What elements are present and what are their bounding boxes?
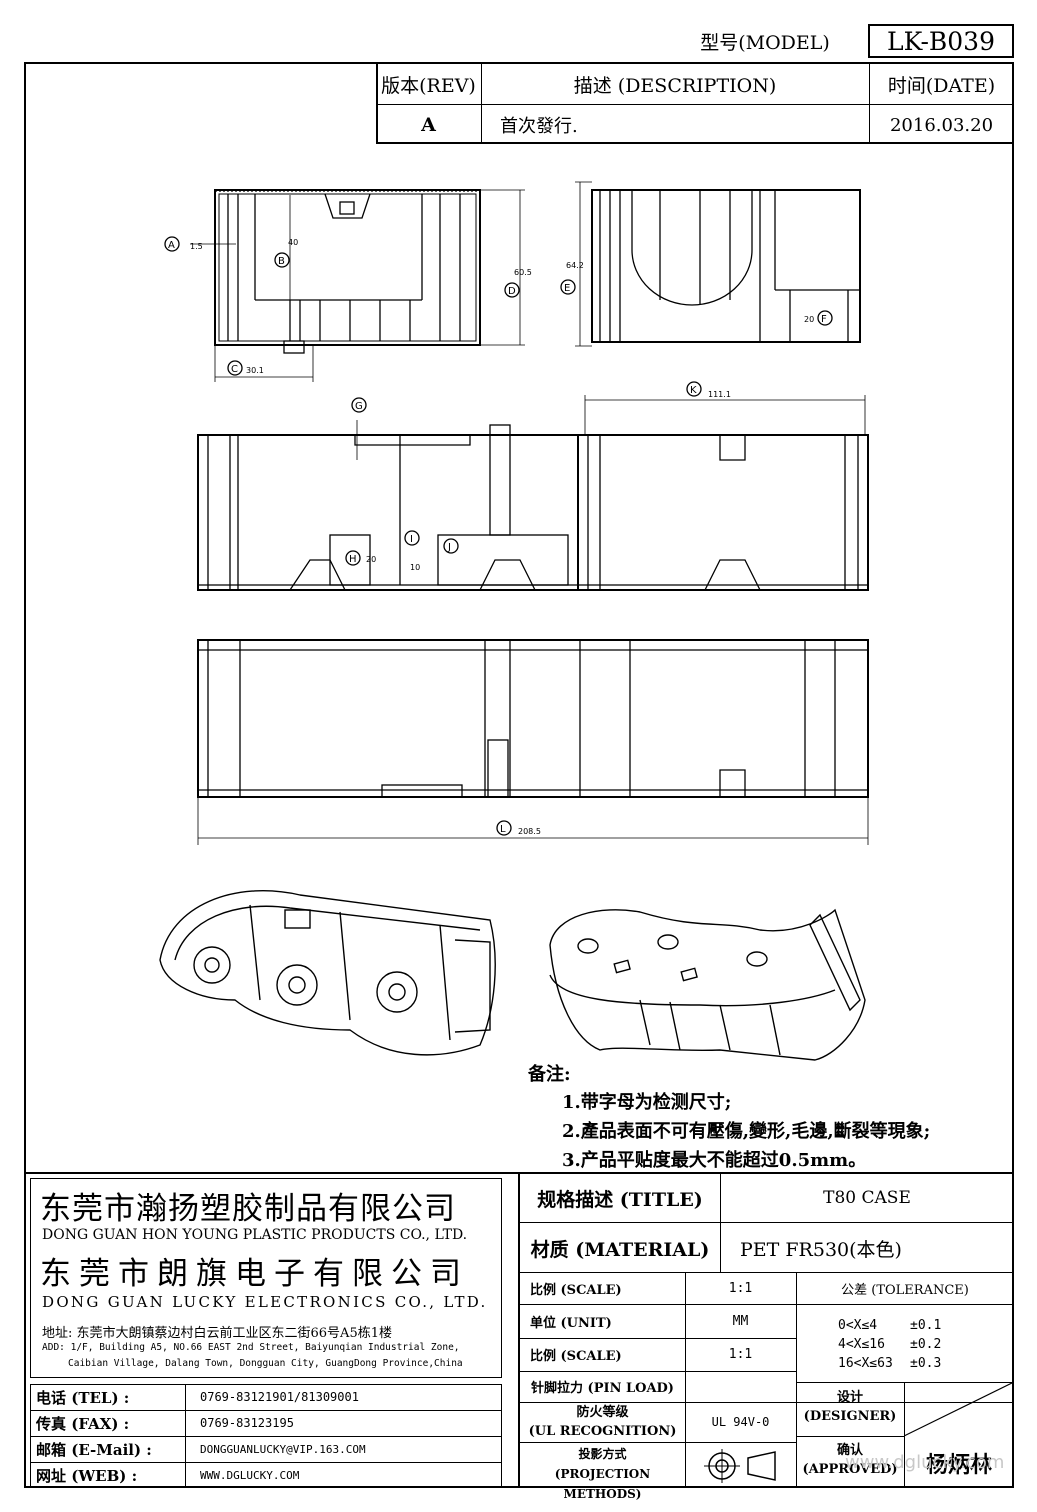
company-address-en-1: ADD: 1/F, Building A5, NO.66 EAST 2nd St… bbox=[42, 1342, 460, 1353]
projection-label-line-1: 投影方式 bbox=[578, 1447, 627, 1461]
projection-symbol-icon bbox=[704, 1449, 776, 1483]
tolerance-value-2: ±0.2 bbox=[910, 1337, 942, 1352]
approved-label: 确认 (APPROVED) bbox=[796, 1441, 904, 1479]
svg-text:C: C bbox=[231, 364, 238, 375]
ul-label-line-1: 防火等级 bbox=[576, 1405, 629, 1420]
model-value: LK-B039 bbox=[868, 24, 1014, 58]
tolerance-value-3: ±0.3 bbox=[910, 1356, 942, 1371]
bottom-side-view: L 208.5 bbox=[197, 639, 869, 845]
scale2-value: 1:1 bbox=[728, 1347, 753, 1362]
approved-value: 杨炳林 bbox=[925, 1452, 992, 1478]
designer-label: 设计 (DESIGNER) bbox=[796, 1388, 904, 1426]
tolerance-ranges: 0<X≤4 4<X≤16 16<X≤63 bbox=[838, 1316, 893, 1373]
svg-text:H: H bbox=[349, 554, 357, 565]
projection-label: 投影方式 (PROJECTION METHODS) bbox=[520, 1444, 685, 1501]
title-label: 规格描述 (TITLE) bbox=[537, 1188, 703, 1211]
dim-b: 40 bbox=[288, 238, 298, 247]
material-label: 材质 (MATERIAL) bbox=[530, 1238, 710, 1261]
email-value: DONGGUANLUCKY@VIP.163.COM bbox=[200, 1442, 366, 1456]
tel-label: 电话 (TEL) : bbox=[36, 1388, 130, 1407]
isometric-view-left bbox=[159, 890, 496, 1056]
unit-value: MM bbox=[732, 1313, 749, 1329]
unit-label: 单位 (UNIT) bbox=[530, 1315, 612, 1331]
note-1: 1.带字母为检测尺寸; bbox=[562, 1092, 732, 1113]
notes-heading: 备注: bbox=[528, 1064, 571, 1085]
ul-value: UL 94V-0 bbox=[711, 1415, 770, 1429]
scale-value: 1:1 bbox=[728, 1280, 753, 1296]
svg-text:J: J bbox=[447, 542, 451, 553]
dim-a: 1.5 bbox=[190, 242, 203, 251]
isometric-view-right bbox=[549, 908, 866, 1061]
svg-text:D: D bbox=[508, 286, 516, 297]
rev-value: A bbox=[421, 114, 436, 136]
svg-text:K: K bbox=[690, 385, 697, 396]
material-value: PET FR530(本色) bbox=[740, 1238, 902, 1261]
email-label: 邮箱 (E-Mail) : bbox=[36, 1440, 152, 1459]
company-name-2-en: DONG GUAN LUCKY ELECTRONICS CO., LTD. bbox=[42, 1293, 488, 1311]
svg-text:L: L bbox=[500, 824, 506, 835]
watermark: www.dglucky.com bbox=[845, 1452, 1005, 1473]
designer-cross bbox=[904, 1382, 1014, 1437]
revision-table bbox=[376, 62, 1014, 144]
svg-text:G: G bbox=[355, 401, 363, 412]
technical-drawing: A 1.5 B 40 C 30.1 D 60.5 E 64.2 F 20 bbox=[159, 181, 869, 1061]
company-name-1-en: DONG GUAN HON YOUNG PLASTIC PRODUCTS CO.… bbox=[42, 1227, 468, 1243]
rev-header: 版本(REV) bbox=[381, 74, 476, 97]
projection-label-line-2: (PROJECTION METHODS) bbox=[554, 1467, 651, 1501]
ul-label-line-2: (UL RECOGNITION) bbox=[528, 1424, 677, 1439]
date-value: 2016.03.20 bbox=[889, 114, 994, 136]
desc-header: 描述 (DESCRIPTION) bbox=[573, 74, 777, 97]
tolerance-label: 公差 (TOLERANCE) bbox=[841, 1282, 969, 1298]
tolerance-value-1: ±0.1 bbox=[910, 1318, 942, 1333]
tolerance-range-3: 16<X≤63 bbox=[838, 1356, 893, 1371]
company-name-1: 东莞市瀚扬塑胶制品有限公司 bbox=[40, 1191, 456, 1227]
desc-value: 首次發行. bbox=[500, 116, 578, 137]
approved-label-line-2: (APPROVED) bbox=[802, 1462, 898, 1477]
scale-label: 比例 (SCALE) bbox=[530, 1282, 622, 1298]
tolerance-range-2: 4<X≤16 bbox=[838, 1337, 885, 1352]
web-label: 网址 (WEB) : bbox=[36, 1466, 138, 1485]
svg-text:A: A bbox=[168, 240, 175, 251]
model-label: 型号(MODEL) bbox=[700, 31, 830, 54]
tolerance-range-1: 0<X≤4 bbox=[838, 1318, 878, 1333]
date-header: 时间(DATE) bbox=[887, 74, 996, 97]
svg-text:B: B bbox=[278, 256, 285, 267]
svg-text:I: I bbox=[410, 534, 413, 545]
tolerance-values: ±0.1 ±0.2 ±0.3 bbox=[910, 1316, 941, 1373]
svg-text:F: F bbox=[821, 314, 827, 325]
company-box bbox=[30, 1178, 502, 1378]
company-name-2: 东莞市朗旗电子有限公司 bbox=[40, 1256, 469, 1292]
title-value: T80 CASE bbox=[823, 1188, 911, 1208]
tel-value: 0769-83121901/81309001 bbox=[200, 1390, 359, 1404]
dim-l: 208.5 bbox=[518, 827, 541, 836]
note-3: 3.产品平贴度最大不能超过0.5mm。 bbox=[562, 1150, 867, 1171]
svg-text:E: E bbox=[564, 283, 570, 294]
fax-value: 0769-83123195 bbox=[200, 1416, 294, 1430]
dim-c: 30.1 bbox=[246, 366, 264, 375]
top-view: K 111.1 G H 20 I 10 J bbox=[197, 381, 869, 591]
approved-label-line-1: 确认 bbox=[836, 1443, 863, 1458]
side-view: E 64.2 F 20 bbox=[560, 181, 861, 347]
pin-load-value bbox=[685, 1371, 796, 1402]
dim-f: 20 bbox=[804, 315, 814, 324]
designer-label-line-1: 设计 bbox=[836, 1390, 863, 1405]
dim-e: 64.2 bbox=[566, 261, 584, 270]
note-2: 2.產品表面不可有壓傷,變形,毛邊,斷裂等現象; bbox=[562, 1121, 931, 1142]
ul-label: 防火等级 (UL RECOGNITION) bbox=[520, 1403, 685, 1442]
company-address-cn: 地址: 东莞市大朗镇蔡边村白云前工业区东二街66号A5栋1楼 bbox=[42, 1326, 392, 1341]
web-value: WWW.DGLUCKY.COM bbox=[200, 1468, 300, 1482]
scale2-label: 比例 (SCALE) bbox=[530, 1349, 622, 1364]
pin-load-label: 针脚拉力 (PIN LOAD) bbox=[531, 1381, 674, 1396]
company-address-en-2: Caibian Village, Dalang Town, Dongguan C… bbox=[68, 1358, 463, 1369]
dim-h: 20 bbox=[366, 555, 376, 564]
dim-k: 111.1 bbox=[708, 390, 731, 399]
dim-i: 10 bbox=[410, 563, 420, 572]
designer-label-line-2: (DESIGNER) bbox=[803, 1409, 897, 1424]
dim-d: 60.5 bbox=[514, 268, 532, 277]
fax-label: 传真 (FAX) : bbox=[36, 1414, 130, 1433]
front-section-view: A 1.5 B 40 C 30.1 D 60.5 bbox=[164, 189, 532, 382]
